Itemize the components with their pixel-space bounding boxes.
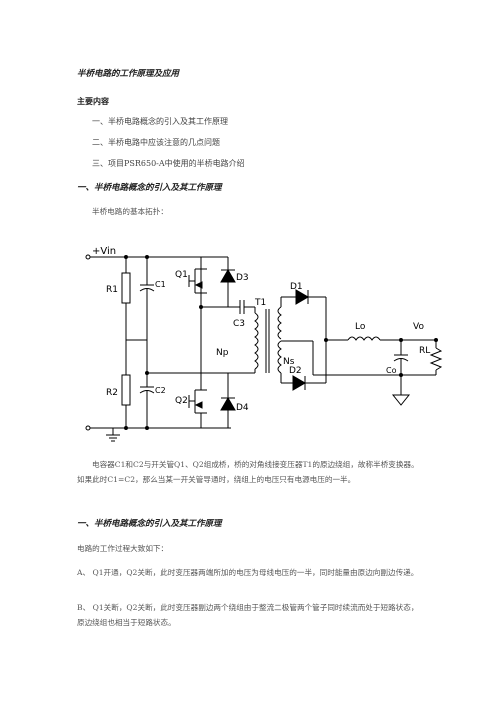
co-label: Co [386,366,397,375]
description-paragraph: 电容器C1和C2与开关管Q1、Q2组成桥，桥的对角线接变压器T1的原边绕组，故称… [77,460,419,484]
d3-label: D3 [236,273,249,283]
d4-label: D4 [236,403,249,413]
r1-label: R1 [106,285,118,295]
rl-label: RL [419,346,430,356]
ns-label: Ns [283,357,295,367]
document-title: 半桥电路的工作原理及应用 [77,69,180,79]
topology-caption: 半桥电路的基本拓扑： [92,207,168,216]
c3-label: C3 [233,319,245,329]
process-intro: 电路的工作过程大致如下： [77,544,169,553]
toc-item: 三、项目PSR650-A中使用的半桥电路介绍 [92,159,245,168]
q2-label: Q2 [175,396,188,406]
section-heading: 一、半桥电路概念的引入及其工作原理 [77,183,222,193]
d2-label: D2 [289,366,302,376]
contents-heading: 主要内容 [77,96,109,106]
half-bridge-schematic: +Vin R1 R2 C1 C2 Q1 Q2 [85,246,443,442]
step-b: B、 Q1关断，Q2关断，此时变压器副边两个绕组由于整流二极管两个管子同时续流而… [77,603,419,627]
toc-item: 二、半桥电路中应该注意的几点问题 [92,138,220,147]
toc-item: 一、半桥电路概念的引入及其工作原理 [92,117,228,126]
c1-label: C1 [155,280,166,289]
np-label: Np [216,348,229,358]
vin-label: +Vin [92,246,116,257]
section-heading-repeat: 一、半桥电路概念的引入及其工作原理 [77,519,222,529]
q1-label: Q1 [175,270,188,280]
c2-label: C2 [155,386,166,395]
vo-label: Vo [413,322,424,332]
t1-label: T1 [254,298,266,308]
lo-label: Lo [355,322,366,332]
d1-label: D1 [290,282,303,292]
step-a: A、 Q1开通，Q2关断，此时变压器两端所加的电压为母线电压的一半，同时能量由原… [77,568,419,577]
r2-label: R2 [106,388,118,398]
